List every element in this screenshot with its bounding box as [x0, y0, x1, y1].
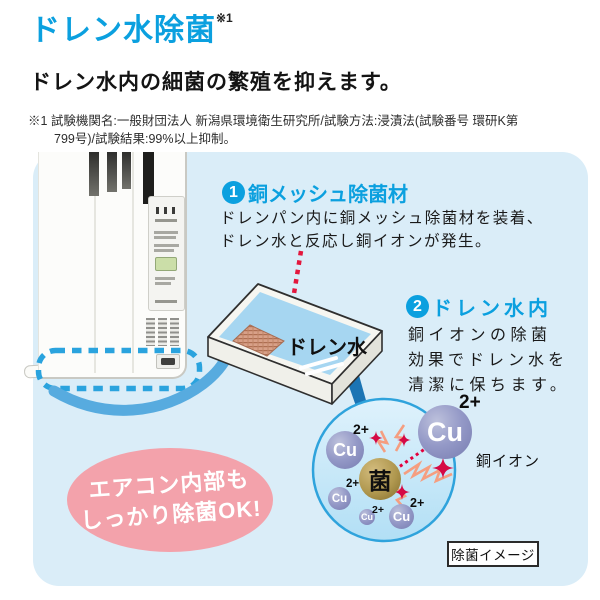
ac-label-text: [154, 231, 178, 234]
ac-power-button: [156, 354, 180, 369]
ac-indicator-light: [172, 207, 175, 214]
copper-ion-large: Cu: [418, 405, 472, 459]
ac-power-button-cap: [161, 358, 175, 365]
ac-label-text: [154, 249, 174, 252]
ac-vent-slot: [143, 152, 154, 204]
ac-label-text: [154, 244, 179, 247]
copper-ion-bottom: Cu: [389, 504, 414, 529]
step2-heading-row: 2 ドレン水内: [406, 292, 552, 321]
ac-indicator-light: [164, 207, 167, 214]
ac-control-panel: [148, 196, 185, 311]
image-caption-box: 除菌イメージ: [447, 541, 539, 567]
step1-heading-row: 1 銅メッシュ除菌材: [222, 178, 408, 207]
step2-body-line3: 清潔に保ちます。: [408, 377, 571, 394]
bacteria-sphere: 菌: [359, 458, 401, 500]
ac-label-text: [155, 300, 177, 303]
ac-vent-slot: [89, 152, 99, 196]
ac-vent-slot: [122, 152, 131, 189]
footnote-line-2: 799号)/試験結果:99%以上抑制。: [54, 132, 236, 146]
copper-ion-large-charge: 2+: [459, 392, 481, 413]
ac-label-text: [154, 236, 176, 239]
copper-ion-label: 銅イオン: [476, 453, 541, 470]
page-title: ドレン水除菌※1: [30, 5, 233, 49]
page-title-text: ドレン水除菌: [30, 14, 216, 47]
page-subtitle: ドレン水内の細菌の繁殖を抑えます。: [30, 71, 402, 94]
air-conditioner-unit: [38, 152, 187, 379]
copper-ion-small: Cu: [328, 487, 351, 510]
ac-label-text: [155, 282, 171, 285]
ac-vent-slot: [107, 152, 117, 192]
ac-bottom-grille: [170, 318, 179, 346]
ac-indicator-light: [156, 207, 159, 214]
step2-body-line2: 効果でドレン水を: [408, 352, 569, 369]
ac-panel-seam: [94, 152, 96, 373]
step1-body-line1: ドレンパン内に銅メッシュ除菌材を装着、: [220, 210, 544, 227]
step1-number-badge: 1: [222, 181, 245, 204]
step2-body-line1: 銅イオンの除菌: [408, 327, 552, 344]
ac-label-text: [155, 277, 175, 280]
title-footnote-ref: ※1: [216, 11, 233, 25]
step1-heading: 銅メッシュ除菌材: [248, 184, 408, 206]
footnote-line-1: ※1 試験機関名:一般財団法人 新潟県環境衛生研究所/試験方法:浸漬法(試験番号…: [28, 114, 519, 128]
copper-ion-medium: Cu: [326, 431, 364, 469]
step2-number-badge: 2: [406, 295, 429, 318]
step2-heading: ドレン水内: [432, 298, 552, 320]
ac-bottom-grille: [158, 318, 167, 346]
copper-ion-tiny: Cu: [359, 509, 375, 525]
ac-green-button: [155, 257, 177, 271]
speech-bubble: エアコン内部も しっかり除菌OK!: [67, 448, 273, 552]
ac-bottom-grille: [146, 318, 155, 346]
step1-body-line2: ドレン水と反応し銅イオンが発生。: [220, 233, 493, 250]
speech-bubble-text: エアコン内部も しっかり除菌OK!: [64, 441, 277, 559]
drain-water-label: ドレン水: [287, 337, 367, 359]
copper-ion-small-charge: 2+: [346, 478, 360, 490]
copper-ion-tiny-charge: 2+: [372, 504, 384, 516]
ac-brand-text: [155, 219, 177, 222]
ac-panel-seam: [132, 152, 134, 373]
copper-ion-bottom-charge: 2+: [410, 496, 425, 510]
copper-ion-medium-charge: 2+: [353, 421, 369, 437]
